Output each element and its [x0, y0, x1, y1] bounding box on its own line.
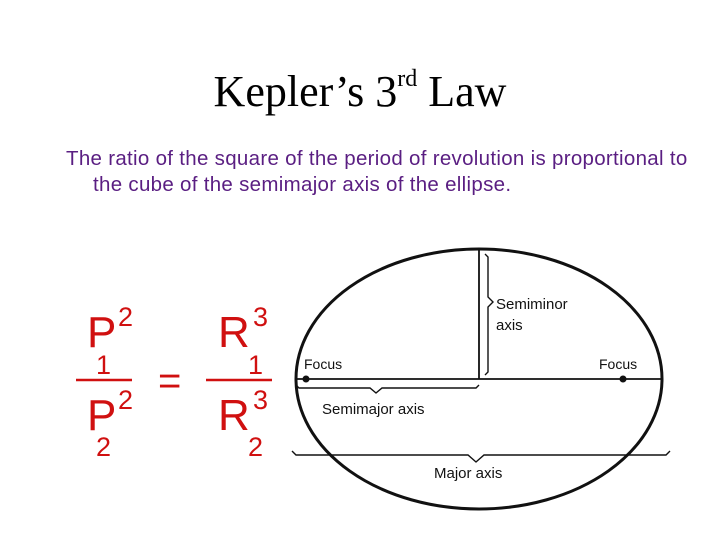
formula-p-top-exponent: 2: [118, 302, 133, 332]
formula-r-top: R: [218, 308, 250, 357]
formula-r-top-subscript: 1: [248, 350, 263, 380]
title-main: Kepler’s 3: [213, 67, 398, 116]
left-focus-dot: [302, 375, 310, 383]
formula-equals: =: [158, 359, 181, 403]
formula-p-bottom-exponent: 2: [118, 385, 133, 415]
right-focus-label: Focus: [599, 356, 637, 372]
formula-r-bottom-subscript: 2: [248, 432, 263, 462]
semiminor-bracket: [484, 253, 494, 376]
semiminor-label-line1: Semiminor: [496, 296, 568, 313]
formula-r-top-exponent: 3: [253, 302, 268, 332]
semiminor-label-line2: axis: [496, 317, 523, 334]
title-superscript: rd: [397, 66, 418, 93]
semimajor-label: Semimajor axis: [322, 401, 425, 418]
right-focus-dot: [619, 375, 627, 383]
major-axis-bracket: [291, 450, 671, 463]
left-focus-label: Focus: [304, 356, 342, 372]
semimajor-bracket: [295, 384, 480, 394]
formula-p-bottom-subscript: 2: [96, 432, 111, 462]
body-paragraph: The ratio of the square of the period of…: [66, 147, 688, 196]
formula-p-bottom: P: [87, 391, 116, 440]
formula-p-top-subscript: 1: [96, 350, 111, 380]
formula-r-bottom-exponent: 3: [253, 385, 268, 415]
formula-p-top: P: [87, 308, 116, 357]
kepler-formula: P 2 1 P 2 2 = R 3 1 R 3 2: [76, 302, 272, 462]
slide-title: Kepler’s 3rd Law: [0, 66, 720, 116]
title-end: Law: [417, 67, 507, 116]
major-axis-label: Major axis: [434, 465, 502, 482]
ellipse-diagram: Semiminor axis Focus Focus Semimajor axi…: [291, 247, 671, 511]
formula-r-bottom: R: [218, 391, 250, 440]
